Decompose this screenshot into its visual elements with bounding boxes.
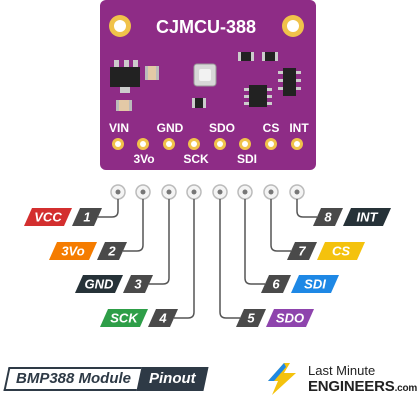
header-pin-7 (263, 184, 279, 200)
pin-8-group: 8 INT (313, 208, 391, 226)
wire-pin-4 (174, 199, 195, 319)
pin-number: 4 (158, 311, 167, 326)
board-label-sdo: SDO (209, 121, 235, 135)
pin-number: 5 (247, 311, 255, 326)
pin-number: 6 (272, 277, 280, 292)
wire-pin-7 (270, 199, 291, 252)
ic-chip (278, 68, 301, 96)
brand-name: ENGINEERS (308, 378, 395, 395)
pin-number-tag (72, 208, 102, 226)
pin-label: SDI (304, 277, 326, 292)
board-label-sck: SCK (183, 152, 209, 166)
pin-labels: 1 VCC 2 3Vo 3 GND 4 SCK 5 SDO 6 SDI 7 CS 8 INT (24, 208, 391, 327)
wire-pin-3 (149, 199, 170, 285)
module-name: BMP388 Module (16, 370, 132, 387)
diode (238, 52, 278, 61)
wire-pin-5 (219, 199, 240, 319)
footer-title: BMP388 Module Pinout (3, 367, 209, 391)
brand-suffix: .com (394, 383, 417, 394)
pin-number: 1 (83, 210, 90, 225)
header-pin-2 (135, 184, 151, 200)
brand-logo: Last Minute ENGINEERS.com (262, 362, 417, 396)
pin-label-tag (343, 208, 391, 226)
pin-4-group: 4 SCK (100, 309, 178, 327)
capacitor (145, 66, 159, 80)
capacitor-small (116, 100, 132, 111)
board-label-sdi: SDI (237, 152, 257, 166)
pin-7-group: 7 CS (287, 242, 365, 260)
header-pin-6 (237, 184, 253, 200)
brand-line2: ENGINEERS.com (308, 378, 417, 395)
pin-label-tag (266, 309, 314, 327)
pin-number-tag (236, 309, 266, 327)
board-label-cs: CS (263, 121, 280, 135)
pinout-label: Pinout (149, 370, 196, 387)
pin-2-group: 2 3Vo (49, 242, 127, 260)
pin-number: 2 (107, 244, 116, 259)
wire-pin-6 (244, 199, 265, 285)
pin-number-tag (287, 242, 317, 260)
header-pin-8 (289, 184, 305, 200)
resistor (192, 98, 206, 108)
pin-wires (98, 199, 317, 319)
pin-number: 7 (298, 244, 306, 259)
pin-number-tag (148, 309, 178, 327)
lightning-bolt-icon (268, 363, 296, 395)
board-label-vin: VIN (109, 121, 129, 135)
pin-3-group: 3 GND (75, 275, 153, 293)
pinout-tag: Pinout (136, 367, 209, 391)
module-name-box: BMP388 Module (3, 367, 142, 391)
pin-number: 8 (324, 210, 332, 225)
pin-label: 3Vo (61, 244, 84, 259)
pin-number-tag (123, 275, 153, 293)
wire-pin-1 (98, 199, 119, 218)
pin-6-group: 6 SDI (261, 275, 339, 293)
pin-label-tag (75, 275, 123, 293)
pin-label: CS (332, 244, 350, 259)
pin-number-tag (313, 208, 343, 226)
header-pin-5 (212, 184, 228, 200)
header-pin-4 (186, 184, 202, 200)
breakout-board: CJMCU-388 (100, 0, 316, 170)
pin-1-group: 1 VCC (24, 208, 102, 226)
level-shifter-chip (244, 85, 272, 107)
pin-5-group: 5 SDO (236, 309, 314, 327)
bmp388-sensor-chip (193, 63, 217, 87)
voltage-regulator (110, 60, 140, 93)
board-label-3vo: 3Vo (133, 152, 154, 166)
pin-number: 3 (134, 277, 142, 292)
brand-line1: Last Minute (308, 363, 376, 378)
header-pins (110, 184, 305, 200)
wire-pin-2 (123, 199, 144, 252)
header-pin-3 (161, 184, 177, 200)
board-label-gnd: GND (157, 121, 184, 135)
board-title: CJMCU-388 (156, 17, 256, 37)
pin-label-tag (24, 208, 72, 226)
pin-label: INT (357, 210, 379, 225)
wire-pin-8 (296, 199, 317, 218)
pin-label: SCK (110, 311, 139, 326)
pin-label-tag (49, 242, 97, 260)
header-pin-1 (110, 184, 126, 200)
pin-label: GND (85, 277, 115, 292)
board-label-int: INT (289, 121, 309, 135)
pin-label: VCC (34, 210, 62, 225)
pin-label-tag (317, 242, 365, 260)
pin-label-tag (100, 309, 148, 327)
pin-number-tag (261, 275, 291, 293)
pin-label-tag (291, 275, 339, 293)
pin-label: SDO (276, 311, 304, 326)
pin-number-tag (97, 242, 127, 260)
